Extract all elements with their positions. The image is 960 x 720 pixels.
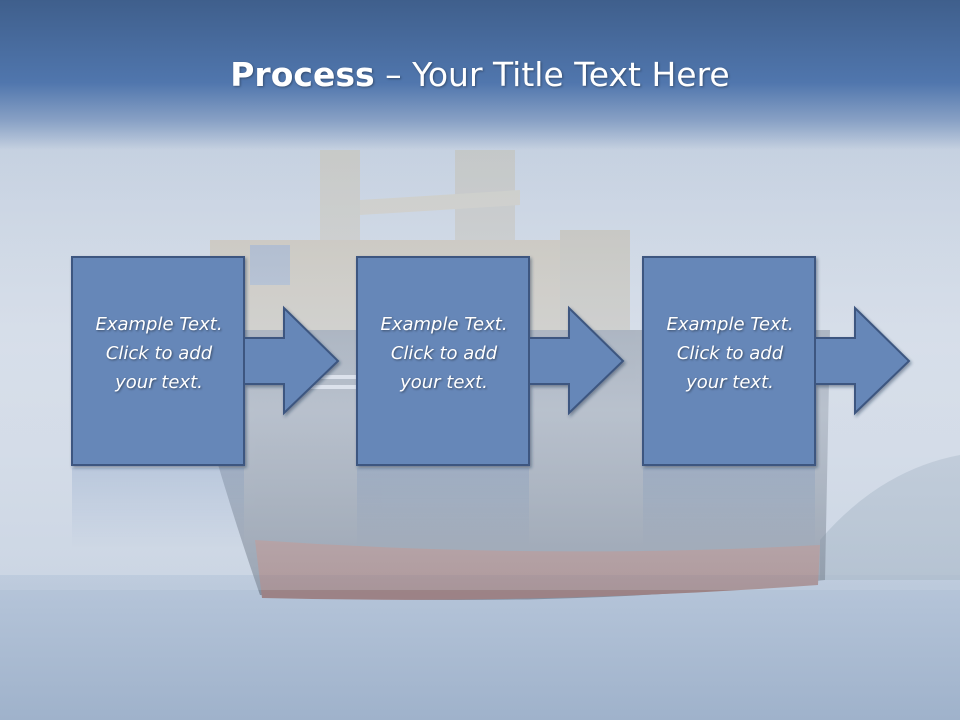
step-2-box-arrow-shape [356,256,625,466]
step-1-reflection [72,468,244,548]
title-regular-part: – Your Title Text Here [374,55,730,94]
process-step-2[interactable]: Example Text. Click to add your text. [356,256,696,468]
process-step-1[interactable]: Example Text. Click to add your text. [71,256,411,468]
process-step-3[interactable]: Example Text. Click to add your text. [642,256,960,468]
step-3-reflection [643,468,815,548]
title-bold-part: Process [230,55,375,94]
step-3-text[interactable]: Example Text. Click to add your text. [666,314,794,393]
step-1-box-arrow-shape [71,256,340,466]
step-3-box-arrow-shape [642,256,911,466]
step-2-reflection [357,468,529,548]
step-2-text[interactable]: Example Text. Click to add your text. [380,314,508,393]
slide-title[interactable]: Process – Your Title Text Here [0,52,960,98]
title-bar [0,0,960,150]
step-1-text[interactable]: Example Text. Click to add your text. [95,314,223,393]
